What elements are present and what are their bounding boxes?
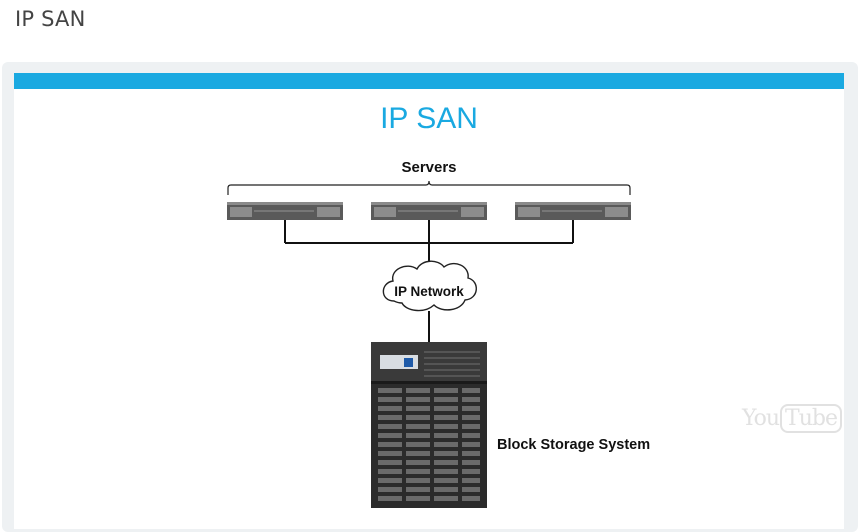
- page-title: IP SAN: [15, 7, 86, 31]
- server-connections: [284, 220, 574, 342]
- server-unit-1: [227, 202, 343, 220]
- ip-san-diagram: Servers: [227, 159, 650, 508]
- slide-content: IP SAN Servers: [14, 89, 844, 529]
- server-unit-2: [371, 202, 487, 220]
- video-top-bar: [14, 73, 844, 89]
- network-label: IP Network: [394, 284, 464, 299]
- youtube-logo-tube: Tube: [780, 404, 842, 433]
- storage-array-icon: [371, 342, 487, 508]
- cloud-icon: [382, 260, 477, 312]
- server-unit-3: [515, 202, 631, 220]
- servers-label: Servers: [401, 159, 456, 176]
- servers-bracket: [227, 180, 631, 195]
- storage-label: Block Storage System: [497, 437, 650, 453]
- slide-title: IP SAN: [380, 102, 478, 135]
- youtube-logo-you: You: [742, 406, 780, 431]
